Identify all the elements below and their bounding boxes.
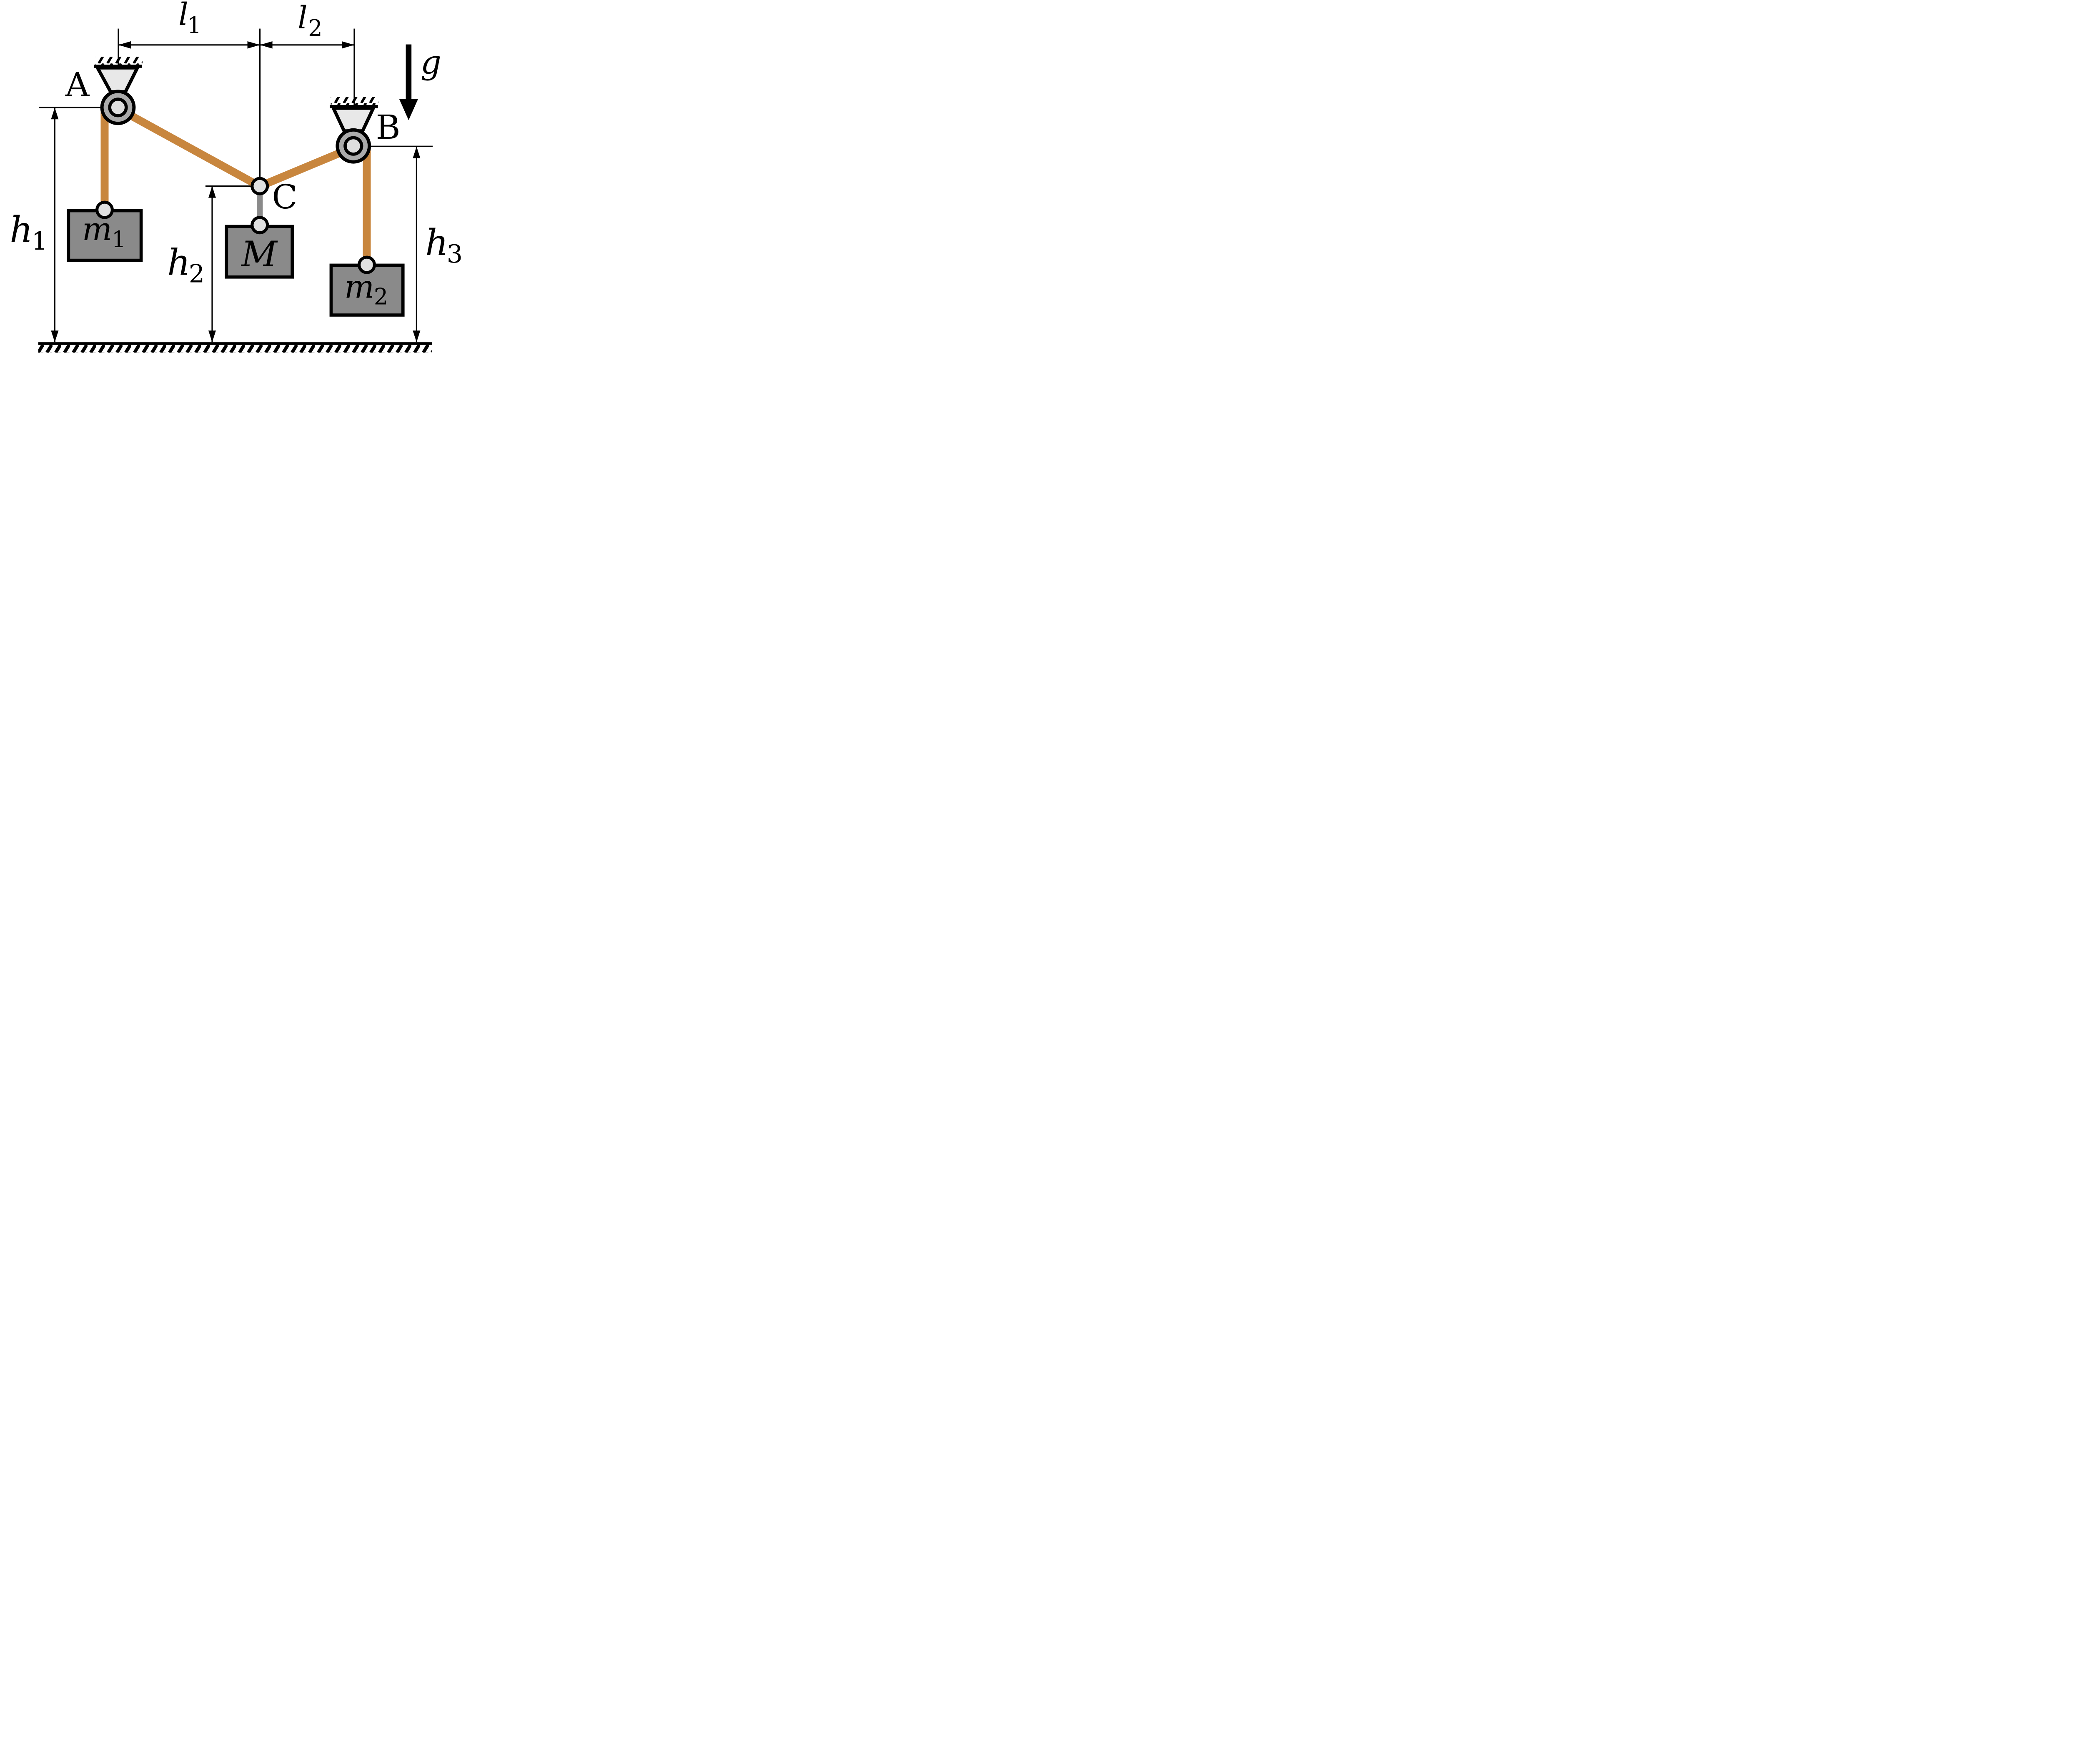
ground-line bbox=[38, 342, 432, 345]
label-l2-base: l bbox=[298, 0, 308, 36]
label-h3-sub: 3 bbox=[447, 240, 463, 269]
label-l2-sub: 2 bbox=[308, 15, 322, 41]
pulley-b-hub bbox=[346, 139, 360, 153]
label-pulley-a: A bbox=[65, 65, 90, 104]
support-b-hatching bbox=[331, 97, 378, 105]
arrow-l1-left bbox=[118, 41, 131, 49]
label-mass-m: M bbox=[240, 234, 278, 275]
dimension-lines bbox=[39, 28, 433, 343]
label-l1-base: l bbox=[178, 0, 188, 33]
labels: A B C M m 1 m 2 l 1 l 2 h 1 h 2 h 3 g bbox=[10, 0, 463, 310]
arrow-h3-top bbox=[413, 146, 421, 158]
label-l1-sub: 1 bbox=[187, 12, 201, 38]
label-joint-c: C bbox=[272, 178, 297, 216]
arrow-h1-top bbox=[51, 108, 59, 120]
label-h1-sub: 1 bbox=[32, 227, 48, 256]
dimension-arrowheads bbox=[51, 41, 421, 343]
label-pulley-b: B bbox=[376, 108, 401, 147]
hook-mass-m bbox=[250, 216, 269, 235]
arrow-h2-bottom bbox=[208, 330, 216, 343]
label-mass-m2-sub: 2 bbox=[374, 284, 388, 310]
pulley-a-hub bbox=[111, 100, 125, 114]
rope-a-to-c bbox=[116, 105, 262, 190]
arrow-l2-left bbox=[260, 41, 273, 49]
arrow-l2-right bbox=[342, 41, 354, 49]
support-b-bar bbox=[330, 105, 378, 108]
gravity-arrow-shaft bbox=[406, 44, 412, 100]
joints bbox=[95, 177, 376, 274]
arrow-h1-bottom bbox=[51, 330, 59, 343]
ground bbox=[38, 342, 432, 353]
ground-hatching bbox=[38, 345, 432, 353]
arrow-h3-bottom bbox=[413, 330, 421, 343]
label-gravity: g bbox=[421, 44, 441, 81]
support-a-hatching bbox=[95, 57, 143, 65]
support-a-bar bbox=[94, 65, 142, 68]
hook-mass-m2 bbox=[358, 255, 376, 274]
pulley-b bbox=[336, 128, 371, 164]
gravity-arrow bbox=[399, 44, 418, 120]
gravity-arrow-head bbox=[399, 99, 418, 120]
label-h1-base: h bbox=[10, 209, 33, 251]
pulley-a bbox=[100, 90, 136, 125]
arrow-l1-right bbox=[247, 41, 260, 49]
label-mass-m1-base: m bbox=[82, 210, 112, 248]
pulley-diagram: A B C M m 1 m 2 l 1 l 2 h 1 h 2 h 3 g bbox=[0, 0, 471, 353]
label-h3-base: h bbox=[425, 222, 448, 264]
support-a bbox=[94, 57, 143, 94]
label-h2-base: h bbox=[167, 242, 190, 284]
diagram-stage: A B C M m 1 m 2 l 1 l 2 h 1 h 2 h 3 g bbox=[0, 0, 471, 353]
label-mass-m2-base: m bbox=[344, 268, 374, 305]
hook-mass-m1 bbox=[95, 200, 114, 219]
label-mass-m1-sub: 1 bbox=[112, 226, 126, 253]
joint-c bbox=[250, 177, 269, 195]
arrow-h2-top bbox=[208, 186, 216, 198]
label-h2-sub: 2 bbox=[189, 260, 205, 289]
